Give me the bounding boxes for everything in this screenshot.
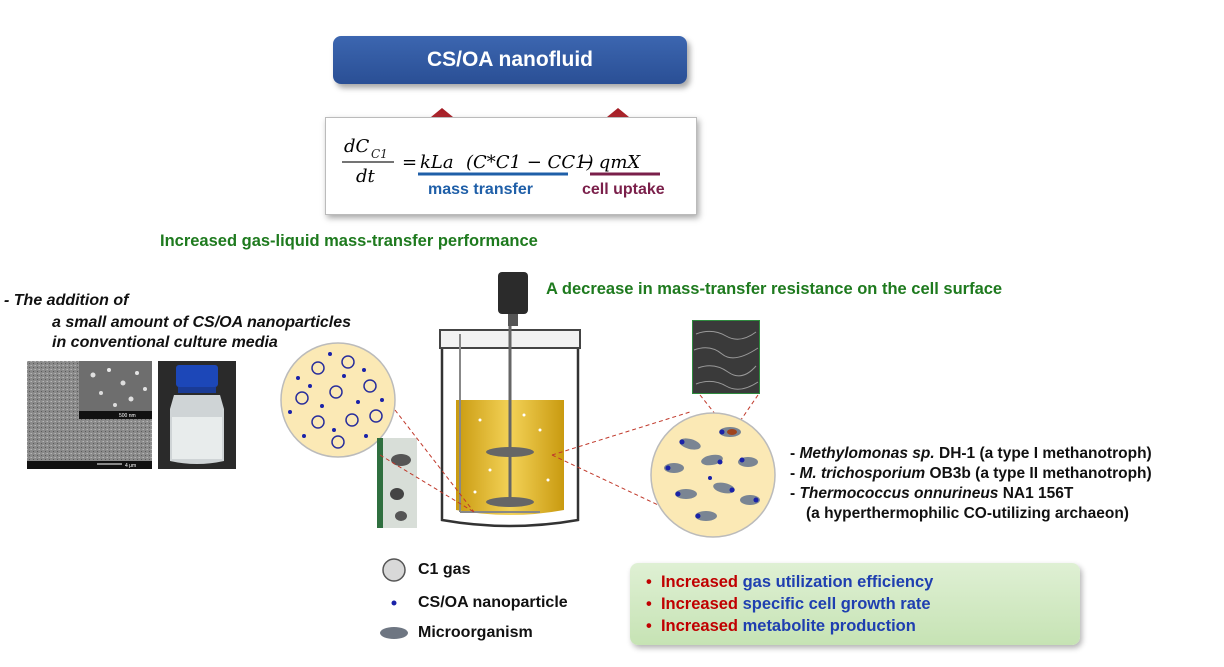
legend-microorganism: Microorganism: [418, 624, 533, 641]
cell-uptake-label: cell uptake: [582, 181, 665, 198]
bioreactor: [439, 272, 581, 528]
eq-term1: kLa: [420, 152, 454, 173]
title-text: CS/OA nanofluid: [426, 48, 594, 71]
increased-performance-text: Increased gas-liquid mass-transfer perfo…: [160, 232, 538, 250]
cell-circle: [650, 412, 776, 538]
nanofluid-circle: [280, 342, 396, 458]
title-box: CS/OA nanofluid: [333, 36, 687, 84]
mass-transfer-label: mass transfer: [428, 181, 533, 198]
result-item: • Increased metabolite production: [646, 617, 916, 635]
sem-inset-scale: 500 nm: [119, 413, 136, 419]
legend-icons: [380, 558, 408, 639]
motor: [498, 272, 528, 314]
eq-equals: =: [402, 152, 417, 173]
organism-item: (a hyperthermophilic CO-utilizing archae…: [806, 505, 1129, 522]
legend-nanoparticle: CS/OA nanoparticle: [418, 594, 568, 611]
organism-item: - Methylomonas sp. DH-1 (a type I methan…: [790, 445, 1152, 462]
organism-item: - M. trichosporium OB3b (a type II metha…: [790, 465, 1152, 482]
c1-gas-icon: [382, 558, 406, 582]
equation-graphic: dC C1 dt = kLa (C*C1 − CC1) − qmX mass t…: [342, 136, 665, 198]
addition-line1: - The addition of: [4, 292, 129, 309]
eq-term2: (C*C1 − CC1): [466, 152, 594, 173]
result-item: • Increased specific cell growth rate: [646, 595, 931, 613]
bubble-photo: [377, 438, 417, 528]
eq-term3: − qmX: [578, 152, 641, 173]
nanoparticle-icon: [391, 600, 397, 606]
cell-surface-sem: [692, 320, 760, 394]
organism-item: - Thermococcus onnurineus NA1 156T: [790, 485, 1074, 502]
eq-lhs-num: dC: [344, 136, 370, 157]
eq-lhs-num-sub: C1: [371, 147, 388, 161]
addition-line2: a small amount of CS/OA nanoparticles: [52, 314, 352, 331]
legend-c1-gas: C1 gas: [418, 561, 471, 578]
equation-box: dC C1 dt = kLa (C*C1 − CC1) − qmX mass t…: [325, 117, 697, 215]
addition-line3: in conventional culture media: [52, 334, 278, 351]
eq-lhs-den: dt: [356, 166, 376, 187]
decrease-resistance-text: A decrease in mass-transfer resistance o…: [546, 280, 1003, 298]
result-item: • Increased gas utilization efficiency: [646, 573, 934, 591]
organism-list: - Methylomonas sp. DH-1 (a type I methan…: [790, 444, 1152, 524]
microorganism-icon: [380, 627, 408, 639]
results-box: • Increased gas utilization efficiency •…: [630, 563, 1080, 645]
sem-image: 500 nm 4 μm: [27, 361, 152, 469]
bottle-photo: [158, 361, 236, 469]
sem-main-scale: 4 μm: [125, 463, 136, 469]
